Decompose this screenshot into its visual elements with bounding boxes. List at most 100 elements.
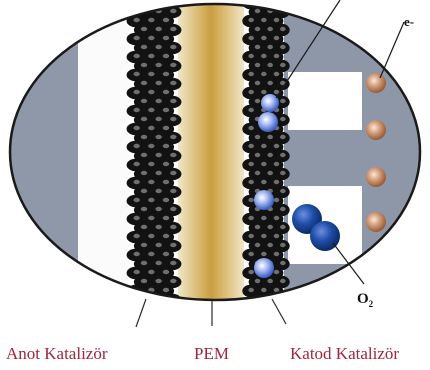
catalyst-bead-highlight (170, 207, 176, 211)
catalyst-bead-highlight (170, 261, 176, 265)
proton-2 (258, 112, 278, 132)
catalyst-bead-highlight (148, 36, 154, 40)
catalyst-bead-highlight (141, 99, 147, 103)
catalyst-bead (134, 312, 152, 324)
catalyst-bead-highlight (170, 225, 176, 229)
catalyst-bead-highlight (141, 225, 147, 229)
catalyst-bead-highlight (155, 153, 161, 157)
catalyst-bead-highlight (274, 252, 280, 256)
leader-anode (136, 299, 146, 327)
catalyst-bead-highlight (248, 126, 254, 130)
catalyst-bead-highlight (267, 81, 273, 85)
catalyst-bead-highlight (141, 81, 147, 85)
catalyst-bead-highlight (155, 135, 161, 139)
catalyst-bead-highlight (133, 270, 139, 274)
catalyst-bead-highlight (261, 180, 267, 184)
catalyst-bead-highlight (155, 189, 161, 193)
catalyst-bead-highlight (170, 9, 176, 13)
catalyst-bead-highlight (274, 36, 280, 40)
catalyst-bead-highlight (141, 189, 147, 193)
catalyst-bead-highlight (163, 36, 169, 40)
catalyst-bead-highlight (280, 63, 286, 67)
catalyst-bead-highlight (133, 108, 139, 112)
catalyst-bead-highlight (261, 72, 267, 76)
catalyst-bead-highlight (155, 243, 161, 247)
catalyst-bead-highlight (148, 72, 154, 76)
catalyst-bead-highlight (148, 126, 154, 130)
catalyst-bead-highlight (255, 81, 261, 85)
catalyst-bead-highlight (133, 216, 139, 220)
catalyst-bead-highlight (141, 171, 147, 175)
catalyst-bead-highlight (267, 279, 273, 283)
catalyst-bead-highlight (155, 117, 161, 121)
catalyst-bead (261, 312, 277, 324)
catalyst-bead-highlight (133, 36, 139, 40)
catalyst-bead-highlight (248, 198, 254, 202)
catalyst-bead-highlight (255, 153, 261, 157)
catalyst-bead-highlight (133, 0, 139, 4)
catalyst-bead (141, 0, 159, 9)
catalyst-bead-highlight (248, 144, 254, 148)
catalyst-bead-highlight (163, 234, 169, 238)
electron-3 (366, 167, 386, 187)
catalyst-bead-highlight (280, 243, 286, 247)
catalyst-bead-highlight (280, 117, 286, 121)
catalyst-bead-highlight (261, 288, 267, 292)
catalyst-bead (255, 303, 271, 315)
catalyst-bead-highlight (141, 261, 147, 265)
catalyst-bead (249, 312, 265, 324)
catalyst-bead-highlight (163, 54, 169, 58)
catalyst-bead-highlight (255, 27, 261, 31)
anode-catalyst-layer (127, 0, 182, 324)
catalyst-bead-highlight (163, 252, 169, 256)
catalyst-bead-highlight (163, 162, 169, 166)
catalyst-bead-highlight (267, 27, 273, 31)
catalyst-bead-highlight (141, 45, 147, 49)
catalyst-bead-highlight (248, 108, 254, 112)
catalyst-bead-highlight (163, 216, 169, 220)
catalyst-bead-highlight (261, 234, 267, 238)
catalyst-bead-highlight (248, 162, 254, 166)
catalyst-bead-highlight (248, 306, 254, 310)
catalyst-bead-highlight (170, 135, 176, 139)
catalyst-bead-highlight (133, 306, 139, 310)
catalyst-bead (149, 312, 167, 324)
catalyst-bead-highlight (141, 153, 147, 157)
catalyst-bead-highlight (155, 99, 161, 103)
catalyst-bead-highlight (280, 135, 286, 139)
catalyst-bead-highlight (274, 270, 280, 274)
catalyst-bead-highlight (133, 144, 139, 148)
anode-catalyst-caption: Anot Katalizör (6, 344, 108, 364)
catalyst-bead-highlight (141, 243, 147, 247)
catalyst-bead-highlight (170, 117, 176, 121)
leader-electron (380, 22, 404, 78)
catalyst-bead-highlight (261, 162, 267, 166)
catalyst-bead (156, 303, 174, 315)
catalyst-bead (274, 294, 290, 306)
catalyst-bead-highlight (261, 216, 267, 220)
catalyst-bead-highlight (267, 315, 273, 319)
catalyst-bead-highlight (155, 315, 161, 319)
catalyst-bead-highlight (274, 198, 280, 202)
catalyst-bead-highlight (155, 261, 161, 265)
catalyst-bead-highlight (148, 162, 154, 166)
catalyst-bead-highlight (155, 297, 161, 301)
proton-4 (254, 258, 274, 278)
catalyst-bead-highlight (163, 18, 169, 22)
catalyst-bead-highlight (133, 18, 139, 22)
catalyst-bead-highlight (280, 297, 286, 301)
catalyst-bead-highlight (170, 81, 176, 85)
catalyst-bead-highlight (248, 72, 254, 76)
catalyst-bead-highlight (261, 54, 267, 58)
catalyst-bead-highlight (133, 234, 139, 238)
catalyst-bead-highlight (274, 18, 280, 22)
catalyst-bead-highlight (133, 54, 139, 58)
catalyst-bead-highlight (155, 171, 161, 175)
cathode-catalyst-caption: Katod Katalizör (290, 344, 399, 364)
catalyst-bead-highlight (280, 45, 286, 49)
catalyst-bead-highlight (274, 54, 280, 58)
catalyst-bead-highlight (248, 0, 254, 4)
catalyst-bead-highlight (255, 9, 261, 13)
electron-label: e- (404, 14, 414, 29)
oxygen-label: O2 (357, 291, 374, 309)
